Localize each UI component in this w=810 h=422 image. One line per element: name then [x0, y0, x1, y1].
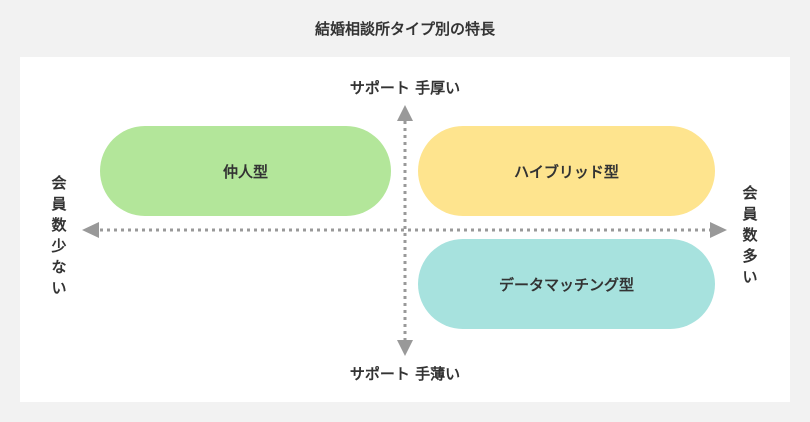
- axis-left-label: 会員数少ない: [51, 174, 67, 297]
- quadrant-hybrid: ハイブリッド型: [418, 126, 715, 216]
- axis-lines: [82, 105, 727, 356]
- page-title: 結婚相談所タイプ別の特長: [314, 20, 495, 38]
- diagram-panel: サポート 手厚い サポート 手薄い 会員数少ない 会員数多い 仲人型 ハイブリッ…: [20, 57, 790, 402]
- quadrant-nakodo: 仲人型: [100, 126, 391, 216]
- quadrant-hybrid-label: ハイブリッド型: [514, 162, 619, 181]
- arrow-right-icon: [710, 222, 727, 238]
- quadrant-data-matching: データマッチング型: [418, 239, 715, 329]
- quadrant-nakodo-label: 仲人型: [222, 162, 268, 181]
- axis-right-label: 会員数多い: [742, 184, 758, 286]
- axis-bottom-label: サポート 手薄い: [349, 365, 461, 383]
- arrow-left-icon: [82, 222, 99, 238]
- quadrant-data-matching-label: データマッチング型: [498, 275, 634, 294]
- arrow-down-icon: [397, 340, 413, 356]
- axis-top-label: サポート 手厚い: [349, 79, 461, 97]
- arrow-up-icon: [397, 105, 413, 121]
